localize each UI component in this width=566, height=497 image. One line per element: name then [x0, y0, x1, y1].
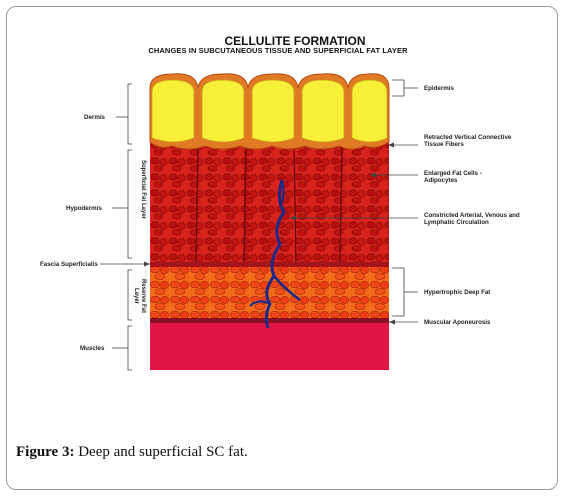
label-superficial-fat-layer: Superficial Fat Layer — [140, 160, 146, 220]
deep-fat-layer — [150, 266, 389, 318]
fascia-line — [150, 262, 389, 267]
label-fascia-superficialis: Fascia Superficialis — [40, 261, 98, 268]
connective-septa — [195, 144, 343, 263]
muscle-layer — [150, 322, 389, 370]
bracket-dermis — [127, 83, 132, 145]
diagram-title: CELLULITE FORMATION — [224, 34, 366, 48]
label-hypodermis: Hypodermis — [66, 205, 102, 212]
label-epidermis: Epidermis — [424, 85, 454, 92]
bracket-epidermis — [392, 79, 405, 97]
diagram-subtitle: CHANGES IN SUBCUTANEOUS TISSUE AND SUPER… — [148, 46, 408, 55]
label-hypertrophic-deep-fat: Hypertrophic Deep Fat — [424, 289, 491, 296]
bracket-hypertrophic — [392, 267, 405, 317]
caption-label: Figure 3: — [16, 444, 75, 460]
bracket-muscles — [127, 325, 132, 371]
label-muscles: Muscles — [80, 345, 105, 352]
figure-caption: Figure 3: Deep and superficial SC fat. — [16, 444, 248, 461]
muscular-aponeurosis — [150, 318, 389, 323]
vessel-line — [264, 179, 286, 329]
label-enlarged-fat-cells: Enlarged Fat Cells - Adipocytes — [424, 170, 482, 184]
label-dermis: Dermis — [84, 114, 105, 121]
superficial-fat-layer — [150, 140, 389, 262]
label-retracted-fibers: Retracted Vertical Connective Tissue Fib… — [424, 134, 512, 148]
label-muscular-aponeurosis: Muscular Aponeurosis — [424, 319, 491, 326]
bracket-reserve — [127, 269, 132, 321]
caption-text: Deep and superficial SC fat. — [74, 444, 248, 460]
label-constricted-circulation: Constricted Arterial, Venous and Lymphat… — [424, 212, 520, 226]
label-reserve-fat-layer: Reserve Fat Layer — [133, 278, 146, 314]
epidermis-layer — [151, 79, 388, 143]
bracket-hypodermis — [127, 149, 132, 259]
